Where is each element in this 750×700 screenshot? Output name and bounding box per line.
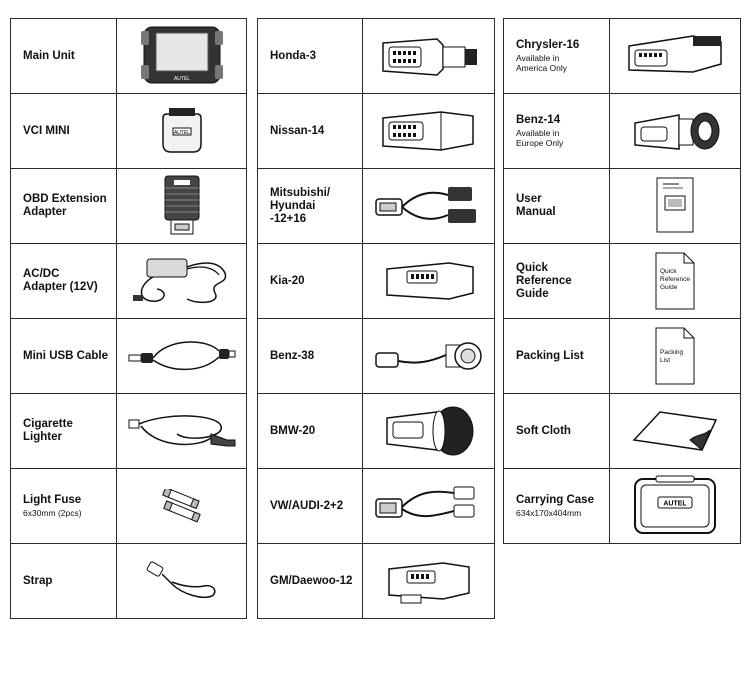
connector-icon bbox=[363, 544, 494, 618]
item-row-kia-20: Kia-20 bbox=[258, 244, 494, 319]
item-title: Carrying Case bbox=[516, 494, 594, 506]
fuse-icon bbox=[117, 469, 246, 543]
autel-logo: AUTEL bbox=[173, 76, 189, 82]
item-subtitle: 634x170x404mm bbox=[516, 508, 582, 518]
item-row-packing-list: Packing List Packing List bbox=[504, 319, 740, 394]
connector-icon bbox=[363, 244, 494, 318]
item-subtitle: 6x30mm (2pcs) bbox=[23, 508, 82, 518]
round-connector-icon bbox=[363, 394, 494, 468]
item-title: User Manual bbox=[516, 193, 556, 218]
item-title: Strap bbox=[23, 574, 53, 587]
connector-icon bbox=[363, 94, 494, 168]
item-row-strap: Strap bbox=[11, 544, 246, 619]
item-title: Quick Reference Guide bbox=[516, 261, 572, 300]
item-row-bmw-20: BMW-20 bbox=[258, 394, 494, 469]
y-cable-connector-icon bbox=[363, 169, 494, 243]
item-row-nissan-14: Nissan-14 bbox=[258, 94, 494, 169]
cloth-icon bbox=[610, 394, 740, 468]
item-row-mitsubishi-hyundai: Mitsubishi/ Hyundai -12+16 bbox=[258, 169, 494, 244]
document-icon: Quick Reference Guide bbox=[655, 252, 695, 310]
item-row-soft-cloth: Soft Cloth bbox=[504, 394, 740, 469]
item-title: Cigarette Lighter bbox=[23, 418, 73, 443]
y-cable-connector-icon bbox=[363, 469, 494, 543]
item-title: Mitsubishi/ Hyundai -12+16 bbox=[270, 186, 331, 225]
connector-icon bbox=[363, 19, 494, 93]
item-row-vci-mini: VCI MINI AUTEL bbox=[11, 94, 246, 169]
connector-icon bbox=[610, 19, 740, 93]
accessory-column-1: Main Unit AUTEL VCI MINI AUTEL OBD bbox=[10, 18, 247, 619]
accessory-column-3: Chrysler-16 Available in America Only Be… bbox=[503, 18, 741, 544]
obd-extension-adapter-icon bbox=[117, 169, 246, 243]
item-row-vw-audi: VW/AUDI-2+2 bbox=[258, 469, 494, 544]
item-row-honda-3: Honda-3 bbox=[258, 19, 494, 94]
item-row-carrying-case: Carrying Case 634x170x404mm AUTEL bbox=[504, 469, 740, 544]
item-title: Benz-38 bbox=[270, 349, 315, 362]
strap-icon bbox=[117, 544, 246, 618]
manual-icon bbox=[610, 169, 740, 243]
item-title: VCI MINI bbox=[23, 124, 70, 137]
cigarette-lighter-cable-icon bbox=[117, 394, 246, 468]
document-icon: Packing List bbox=[655, 327, 695, 385]
vci-dongle-icon: AUTEL bbox=[117, 94, 246, 168]
usb-cable-icon bbox=[117, 319, 246, 393]
item-title: Mini USB Cable bbox=[23, 349, 108, 362]
item-title: Packing List bbox=[516, 349, 584, 362]
autel-logo: AUTEL bbox=[663, 501, 687, 508]
item-row-benz-14: Benz-14 Available in Europe Only bbox=[504, 94, 740, 169]
item-title: BMW-20 bbox=[270, 424, 316, 437]
power-adapter-icon bbox=[117, 244, 246, 318]
tablet-icon: AUTEL bbox=[117, 19, 246, 93]
round-connector-icon bbox=[610, 94, 740, 168]
case-icon: AUTEL bbox=[610, 469, 740, 543]
item-title: Light Fuse bbox=[23, 494, 82, 506]
item-subtitle: Available in America Only bbox=[516, 53, 568, 73]
item-row-obd-extension: OBD Extension Adapter bbox=[11, 169, 246, 244]
item-row-user-manual: User Manual bbox=[504, 169, 740, 244]
item-title: Chrysler-16 bbox=[516, 39, 580, 51]
item-row-chrysler-16: Chrysler-16 Available in America Only bbox=[504, 19, 740, 94]
item-title: OBD Extension Adapter bbox=[23, 193, 107, 218]
item-title: GM/Daewoo-12 bbox=[270, 574, 353, 587]
item-title: Nissan-14 bbox=[270, 124, 325, 137]
autel-logo: AUTEL bbox=[173, 130, 189, 136]
item-title: Main Unit bbox=[23, 49, 75, 62]
round-connector-cable-icon bbox=[363, 319, 494, 393]
item-title: AC/DC Adapter (12V) bbox=[23, 268, 98, 293]
item-row-usb-cable: Mini USB Cable bbox=[11, 319, 246, 394]
item-row-benz-38: Benz-38 bbox=[258, 319, 494, 394]
item-title: Kia-20 bbox=[270, 274, 305, 287]
item-title: Soft Cloth bbox=[516, 424, 571, 437]
item-row-acdc-adapter: AC/DC Adapter (12V) bbox=[11, 244, 246, 319]
item-title: VW/AUDI-2+2 bbox=[270, 499, 344, 512]
item-row-quick-reference-guide: Quick Reference Guide Quick Reference Gu… bbox=[504, 244, 740, 319]
accessory-column-2: Honda-3 Nissan-14 Mitsubishi/ Hyundai -1… bbox=[257, 18, 495, 619]
item-row-main-unit: Main Unit AUTEL bbox=[11, 19, 246, 94]
item-subtitle: Available in Europe Only bbox=[516, 128, 564, 148]
item-row-gm-daewoo: GM/Daewoo-12 bbox=[258, 544, 494, 619]
item-title: Benz-14 bbox=[516, 114, 561, 126]
item-row-cigarette-lighter: Cigarette Lighter bbox=[11, 394, 246, 469]
item-title: Honda-3 bbox=[270, 49, 316, 62]
item-row-light-fuse: Light Fuse 6x30mm (2pcs) bbox=[11, 469, 246, 544]
